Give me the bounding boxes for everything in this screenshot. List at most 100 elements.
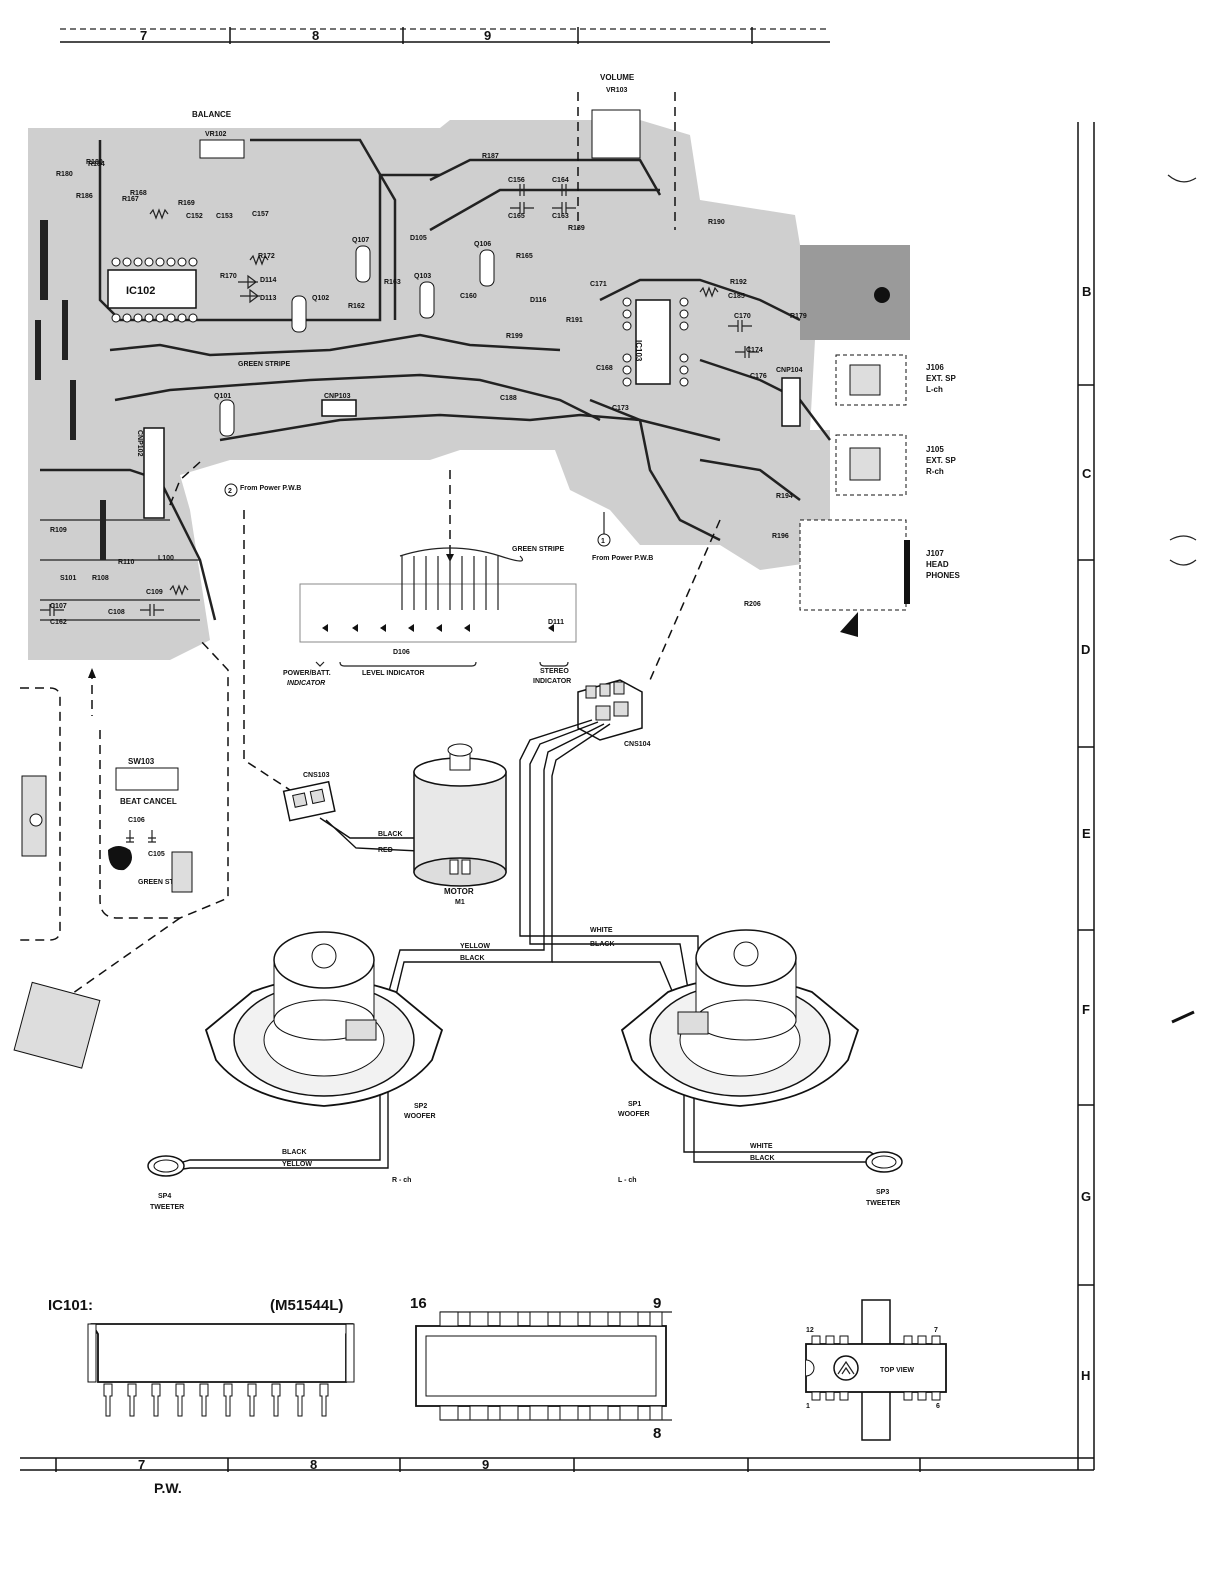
svg-text:R184: R184: [88, 161, 105, 168]
sw103-shade: [108, 846, 132, 871]
svg-text:C160: C160: [460, 293, 477, 300]
transistor-q101: Q101: [214, 393, 235, 437]
svg-text:R167: R167: [122, 196, 139, 203]
connector-cnp102: CNP102: [136, 427, 165, 519]
volume-ref: VR103: [606, 87, 628, 94]
left-dashed-assemblies: SW103 BEAT CANCEL C106 C105 GREEN STRIPE: [13, 461, 721, 1069]
svg-text:R168: R168: [130, 190, 147, 197]
svg-text:R165: R165: [516, 253, 533, 260]
motor-wire-black: BLACK: [378, 831, 403, 838]
bottom-column-ruler: 7 8 9: [20, 1457, 1094, 1472]
motor-assembly: CNS103 BLACK RED MOTOR M1: [282, 743, 507, 906]
svg-text:C176: C176: [750, 373, 767, 380]
svg-text:R194: R194: [776, 493, 793, 500]
row-label-d: D: [1081, 642, 1090, 657]
sp4-type: TWEETER: [150, 1204, 184, 1211]
indicator-leds: [322, 624, 554, 632]
jacks-area: J106 EXT. SP L-ch J105 EXT. SP R-ch J107…: [799, 354, 960, 637]
svg-text:C164: C164: [552, 177, 569, 184]
from-power-1-text: From Power P.W.B: [592, 555, 653, 562]
wire-label-white-right: WHITE: [750, 1143, 773, 1150]
svg-text:S101: S101: [60, 575, 76, 582]
row-label-e: E: [1082, 826, 1091, 841]
wire-label-yellow-left: YELLOW: [282, 1161, 312, 1168]
svg-text:R196: R196: [772, 533, 789, 540]
transistor-q106: Q106: [474, 241, 495, 287]
svg-text:CNP103: CNP103: [324, 393, 351, 400]
lower-left-connector: [13, 981, 101, 1069]
svg-text:R170: R170: [220, 273, 237, 280]
volume-label: VOLUME: [600, 73, 635, 82]
sw103-cap2: C105: [148, 851, 165, 858]
dip16-pins-bottom: [439, 1405, 663, 1421]
from-power-1-marker-num: 1: [601, 538, 605, 545]
speaker-sp2: [204, 931, 444, 1107]
power-indicator-label: POWER/BATT.: [283, 670, 331, 677]
stereo-indicator-label2: INDICATOR: [533, 678, 571, 685]
svg-text:Q101: Q101: [214, 393, 231, 400]
edge-mark-4: [1171, 1010, 1195, 1024]
pcb-bar-4: [70, 380, 76, 440]
dip-pin-8: 8: [653, 1425, 661, 1442]
connector-cns104: CNS104: [577, 679, 651, 748]
ic101-part: (M51544L): [270, 1297, 343, 1314]
pcb-mount-hole: [874, 287, 890, 303]
jack-j107-ref: J107: [926, 549, 944, 558]
row-label-b: B: [1082, 284, 1091, 299]
sp3-type: TWEETER: [866, 1200, 900, 1207]
top-view-pins: [811, 1335, 941, 1401]
from-power-2-text: From Power P.W.B: [240, 485, 301, 492]
svg-text:C108: C108: [108, 609, 125, 616]
ic102-pins-bottom: [111, 313, 198, 323]
ic101-pinout: IC101: (M51544L): [48, 1297, 355, 1417]
dip16-pins-top: [439, 1311, 663, 1327]
balance-pot: [199, 139, 245, 159]
svg-text:R162: R162: [348, 303, 365, 310]
edge-mark-2: [1169, 535, 1197, 541]
ic102-pins-top: [111, 257, 198, 267]
jack-j105-ref: J105: [926, 445, 944, 454]
col-label-9-top: 9: [484, 28, 491, 43]
svg-text:R172: R172: [258, 253, 275, 260]
footer-label: P.W.: [154, 1480, 182, 1496]
wire-label-white-top: WHITE: [590, 927, 613, 934]
tv-pin-6: 6: [936, 1403, 940, 1410]
svg-text:R199: R199: [506, 333, 523, 340]
indicator-d111: D111: [548, 619, 564, 626]
diode-d114: [238, 274, 258, 290]
svg-text:R187: R187: [482, 153, 499, 160]
pcb-bar-1: [40, 220, 48, 300]
svg-text:C165: C165: [508, 213, 525, 220]
jack-marker-triangle: [840, 612, 858, 637]
wire-label-black-right: BLACK: [750, 1155, 775, 1162]
ic103-label: IC103: [634, 340, 643, 362]
connector-cnp103: CNP103: [321, 393, 357, 417]
dip-pin-9: 9: [653, 1295, 661, 1312]
svg-text:Q107: Q107: [352, 237, 369, 244]
svg-text:R206: R206: [744, 601, 761, 608]
pcb-ref-labels: R180 R180 R184 R186 R168 R169 R167 R172 …: [50, 153, 807, 626]
sw103-cap1: C106: [128, 817, 145, 824]
col-label-8-bottom: 8: [310, 1457, 317, 1472]
row-label-h: H: [1081, 1368, 1090, 1383]
row-label-c: C: [1082, 466, 1092, 481]
edge-mark-1: [1167, 174, 1197, 183]
ic102-body: [107, 269, 197, 309]
from-power-2-marker-num: 2: [228, 488, 232, 495]
col-label-7-top: 7: [140, 28, 147, 43]
svg-text:C107: C107: [50, 603, 67, 610]
svg-text:C157: C157: [252, 211, 269, 218]
dip-pin-16: 16: [410, 1295, 427, 1312]
dip16-pinout: 16 9 8: [410, 1295, 672, 1442]
svg-text:Q103: Q103: [414, 273, 431, 280]
sw103-body: [115, 767, 179, 791]
wire-label-black-mid: BLACK: [460, 955, 485, 962]
sw103-ref: SW103: [128, 757, 155, 766]
svg-text:L100: L100: [158, 555, 174, 562]
stereo-indicator-label: STEREO: [540, 668, 569, 675]
svg-text:Q106: Q106: [474, 241, 491, 248]
ic101-pins: [103, 1383, 329, 1417]
ic103-body: [635, 299, 671, 385]
jack-j106-line2: L-ch: [926, 385, 943, 394]
